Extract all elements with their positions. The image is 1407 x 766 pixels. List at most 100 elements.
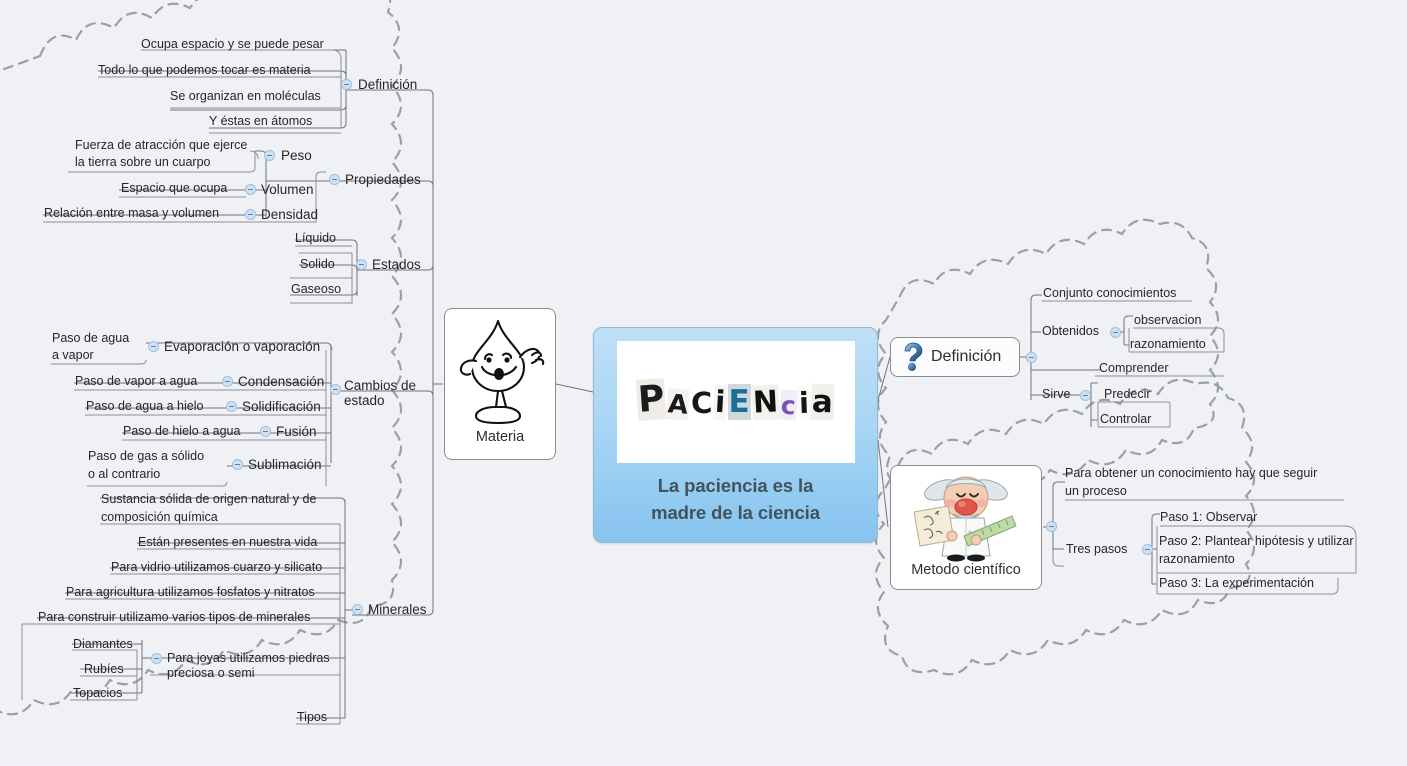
collapse-toggle-peso[interactable] xyxy=(264,150,275,161)
collapse-toggle-propiedades[interactable] xyxy=(329,174,340,185)
collapse-toggle-minerales[interactable] xyxy=(352,604,363,615)
node-para-obtener-l1[interactable]: Para obtener un conocimiento hay que seg… xyxy=(1065,466,1317,481)
node-propiedades[interactable]: Propiedades xyxy=(345,172,421,187)
node-sublimacion[interactable]: Sublimación xyxy=(248,457,322,472)
node-text: Paso 3: La experimentación xyxy=(1159,576,1314,590)
central-title-line2: madre de la ciencia xyxy=(651,502,820,523)
node-text-line2: preciosa o semi xyxy=(167,666,255,680)
node-text: Tipos xyxy=(297,710,328,724)
collapse-toggle-evaporacion[interactable] xyxy=(148,341,159,352)
ransom-letter: E xyxy=(727,383,751,420)
node-se-organizan[interactable]: Se organizan en moléculas xyxy=(170,89,321,104)
node-para-agricultura[interactable]: Para agricultura utilizamos fosfatos y n… xyxy=(66,585,315,600)
node-evaporacion[interactable]: Evaporación o vaporación xyxy=(164,339,320,354)
node-ocupa-espacio[interactable]: Ocupa espacio y se puede pesar xyxy=(141,37,324,52)
node-conjunto-conocimientos[interactable]: Conjunto conocimientos xyxy=(1043,286,1176,301)
node-tres-pasos[interactable]: Tres pasos xyxy=(1066,542,1127,557)
node-volumen[interactable]: Volumen xyxy=(261,182,314,197)
node-text: Relación entre masa y volumen xyxy=(44,206,220,220)
node-text: Ocupa espacio y se puede pesar xyxy=(141,37,324,51)
node-peso[interactable]: Peso xyxy=(281,148,312,163)
collapse-toggle-sublimacion[interactable] xyxy=(232,459,243,470)
node-diamantes[interactable]: Diamantes xyxy=(73,637,133,652)
node-tipos[interactable]: Tipos xyxy=(297,710,327,725)
node-paso-hielo-agua[interactable]: Paso de hielo a agua xyxy=(123,424,240,439)
node-sustancia-solida-l1[interactable]: Sustancia sólida de origen natural y de xyxy=(101,492,316,507)
collapse-toggle-solidificacion[interactable] xyxy=(226,401,237,412)
node-paso-gas-solido-l2[interactable]: o al contrario xyxy=(88,467,160,482)
node-paso-vapor-agua[interactable]: Paso de vapor a agua xyxy=(75,374,197,389)
node-sirve[interactable]: Sirve xyxy=(1042,387,1070,402)
node-fusion[interactable]: Fusión xyxy=(276,424,317,439)
node-para-obtener-l2[interactable]: un proceso xyxy=(1065,484,1127,499)
node-estados[interactable]: Estados xyxy=(372,257,421,272)
collapse-toggle-sirve[interactable] xyxy=(1080,390,1091,401)
node-para-construir[interactable]: Para construir utilizamo varios tipos de… xyxy=(38,610,310,625)
node-paso-2-l1[interactable]: Paso 2: Plantear hipótesis y utilizar xyxy=(1159,534,1354,549)
node-text: Para agricultura utilizamos fosfatos y n… xyxy=(66,585,315,599)
node-fuerza-atraccion-l2[interactable]: la tierra sobre un cuarpo xyxy=(75,155,211,170)
node-predecir[interactable]: Predecir xyxy=(1104,387,1151,402)
collapse-toggle-densidad[interactable] xyxy=(245,209,256,220)
node-razonamiento[interactable]: razonamiento xyxy=(1130,337,1206,352)
node-para-vidrio[interactable]: Para vidrio utilizamos cuarzo y silicato xyxy=(111,560,322,575)
node-y-estas-atomos[interactable]: Y éstas en átomos xyxy=(209,114,312,129)
node-gaseoso[interactable]: Gaseoso xyxy=(291,282,341,297)
node-text: Gaseoso xyxy=(291,282,342,296)
node-paso-agua-hielo[interactable]: Paso de agua a hielo xyxy=(86,399,203,414)
definicion-node[interactable]: Definición xyxy=(890,337,1020,377)
node-paso-3[interactable]: Paso 3: La experimentación xyxy=(1159,576,1314,591)
ransom-letter: P xyxy=(636,377,668,421)
node-text: un proceso xyxy=(1065,484,1127,498)
collapse-toggle-fusion[interactable] xyxy=(260,426,271,437)
node-minerales[interactable]: Minerales xyxy=(368,602,427,617)
collapse-toggle-cambios-estado[interactable] xyxy=(330,384,341,395)
collapse-toggle-estados[interactable] xyxy=(356,259,367,270)
node-solido[interactable]: Solido xyxy=(300,257,335,272)
collapse-toggle-tres-pasos[interactable] xyxy=(1142,544,1153,555)
node-espacio-ocupa[interactable]: Espacio que ocupa xyxy=(121,181,227,196)
node-fuerza-atraccion-l1[interactable]: Fuerza de atracción que ejerce xyxy=(75,138,247,153)
node-paso-agua-vapor-l2[interactable]: a vapor xyxy=(52,348,94,363)
collapse-toggle-volumen[interactable] xyxy=(245,184,256,195)
node-text: la tierra sobre un cuarpo xyxy=(75,155,211,169)
collapse-toggle-definicion-right[interactable] xyxy=(1026,352,1037,363)
node-condensacion[interactable]: Condensación xyxy=(238,374,324,389)
node-solidificacion[interactable]: Solidificación xyxy=(242,399,321,414)
node-text: Todo lo que podemos tocar es materia xyxy=(98,63,311,77)
node-text: Paso de agua xyxy=(52,331,130,345)
collapse-toggle-metodo[interactable] xyxy=(1046,521,1057,532)
node-obtenidos[interactable]: Obtenidos xyxy=(1042,324,1099,339)
node-text: Paso de gas a sólido xyxy=(88,449,205,463)
node-densidad[interactable]: Densidad xyxy=(261,207,318,222)
node-comprender[interactable]: Comprender xyxy=(1099,361,1168,376)
node-paso-1[interactable]: Paso 1: Observar xyxy=(1160,510,1257,525)
node-definicion-sub[interactable]: Definición xyxy=(358,77,417,92)
node-topacios[interactable]: Topacios xyxy=(73,686,122,701)
node-liquido[interactable]: Líquido xyxy=(295,231,336,246)
node-estan-presentes[interactable]: Están presentes en nuestra vida xyxy=(138,535,317,550)
collapse-toggle-obtenidos[interactable] xyxy=(1110,327,1121,338)
metodo-cientifico-node[interactable]: Metodo científico xyxy=(890,465,1042,590)
node-paso-agua-vapor-l1[interactable]: Paso de agua xyxy=(52,331,129,346)
node-text: Para joyas utilizamos piedras xyxy=(167,651,330,665)
node-sustancia-solida-l2[interactable]: composición química xyxy=(101,510,218,525)
node-controlar[interactable]: Controlar xyxy=(1100,412,1151,427)
node-relacion-masa-volumen[interactable]: Relación entre masa y volumen xyxy=(44,206,219,221)
node-paso-2-l2[interactable]: razonamiento xyxy=(1159,552,1235,567)
node-paso-gas-solido-l1[interactable]: Paso de gas a sólido xyxy=(88,449,204,464)
collapse-toggle-joyas[interactable] xyxy=(151,653,162,664)
ransom-letter: i xyxy=(713,384,728,420)
collapse-toggle-definicion-sub[interactable] xyxy=(341,79,352,90)
node-text: Sustancia sólida de origen natural y de xyxy=(101,492,317,506)
materia-node[interactable]: Materia xyxy=(444,308,556,460)
node-observacion[interactable]: observacion xyxy=(1134,313,1201,328)
node-text: Densidad xyxy=(261,207,319,222)
node-todo-tocar[interactable]: Todo lo que podemos tocar es materia xyxy=(98,63,311,78)
node-rubies[interactable]: Rubíes xyxy=(84,662,124,677)
ransom-letter: A xyxy=(665,387,691,421)
collapse-toggle-condensacion[interactable] xyxy=(222,376,233,387)
